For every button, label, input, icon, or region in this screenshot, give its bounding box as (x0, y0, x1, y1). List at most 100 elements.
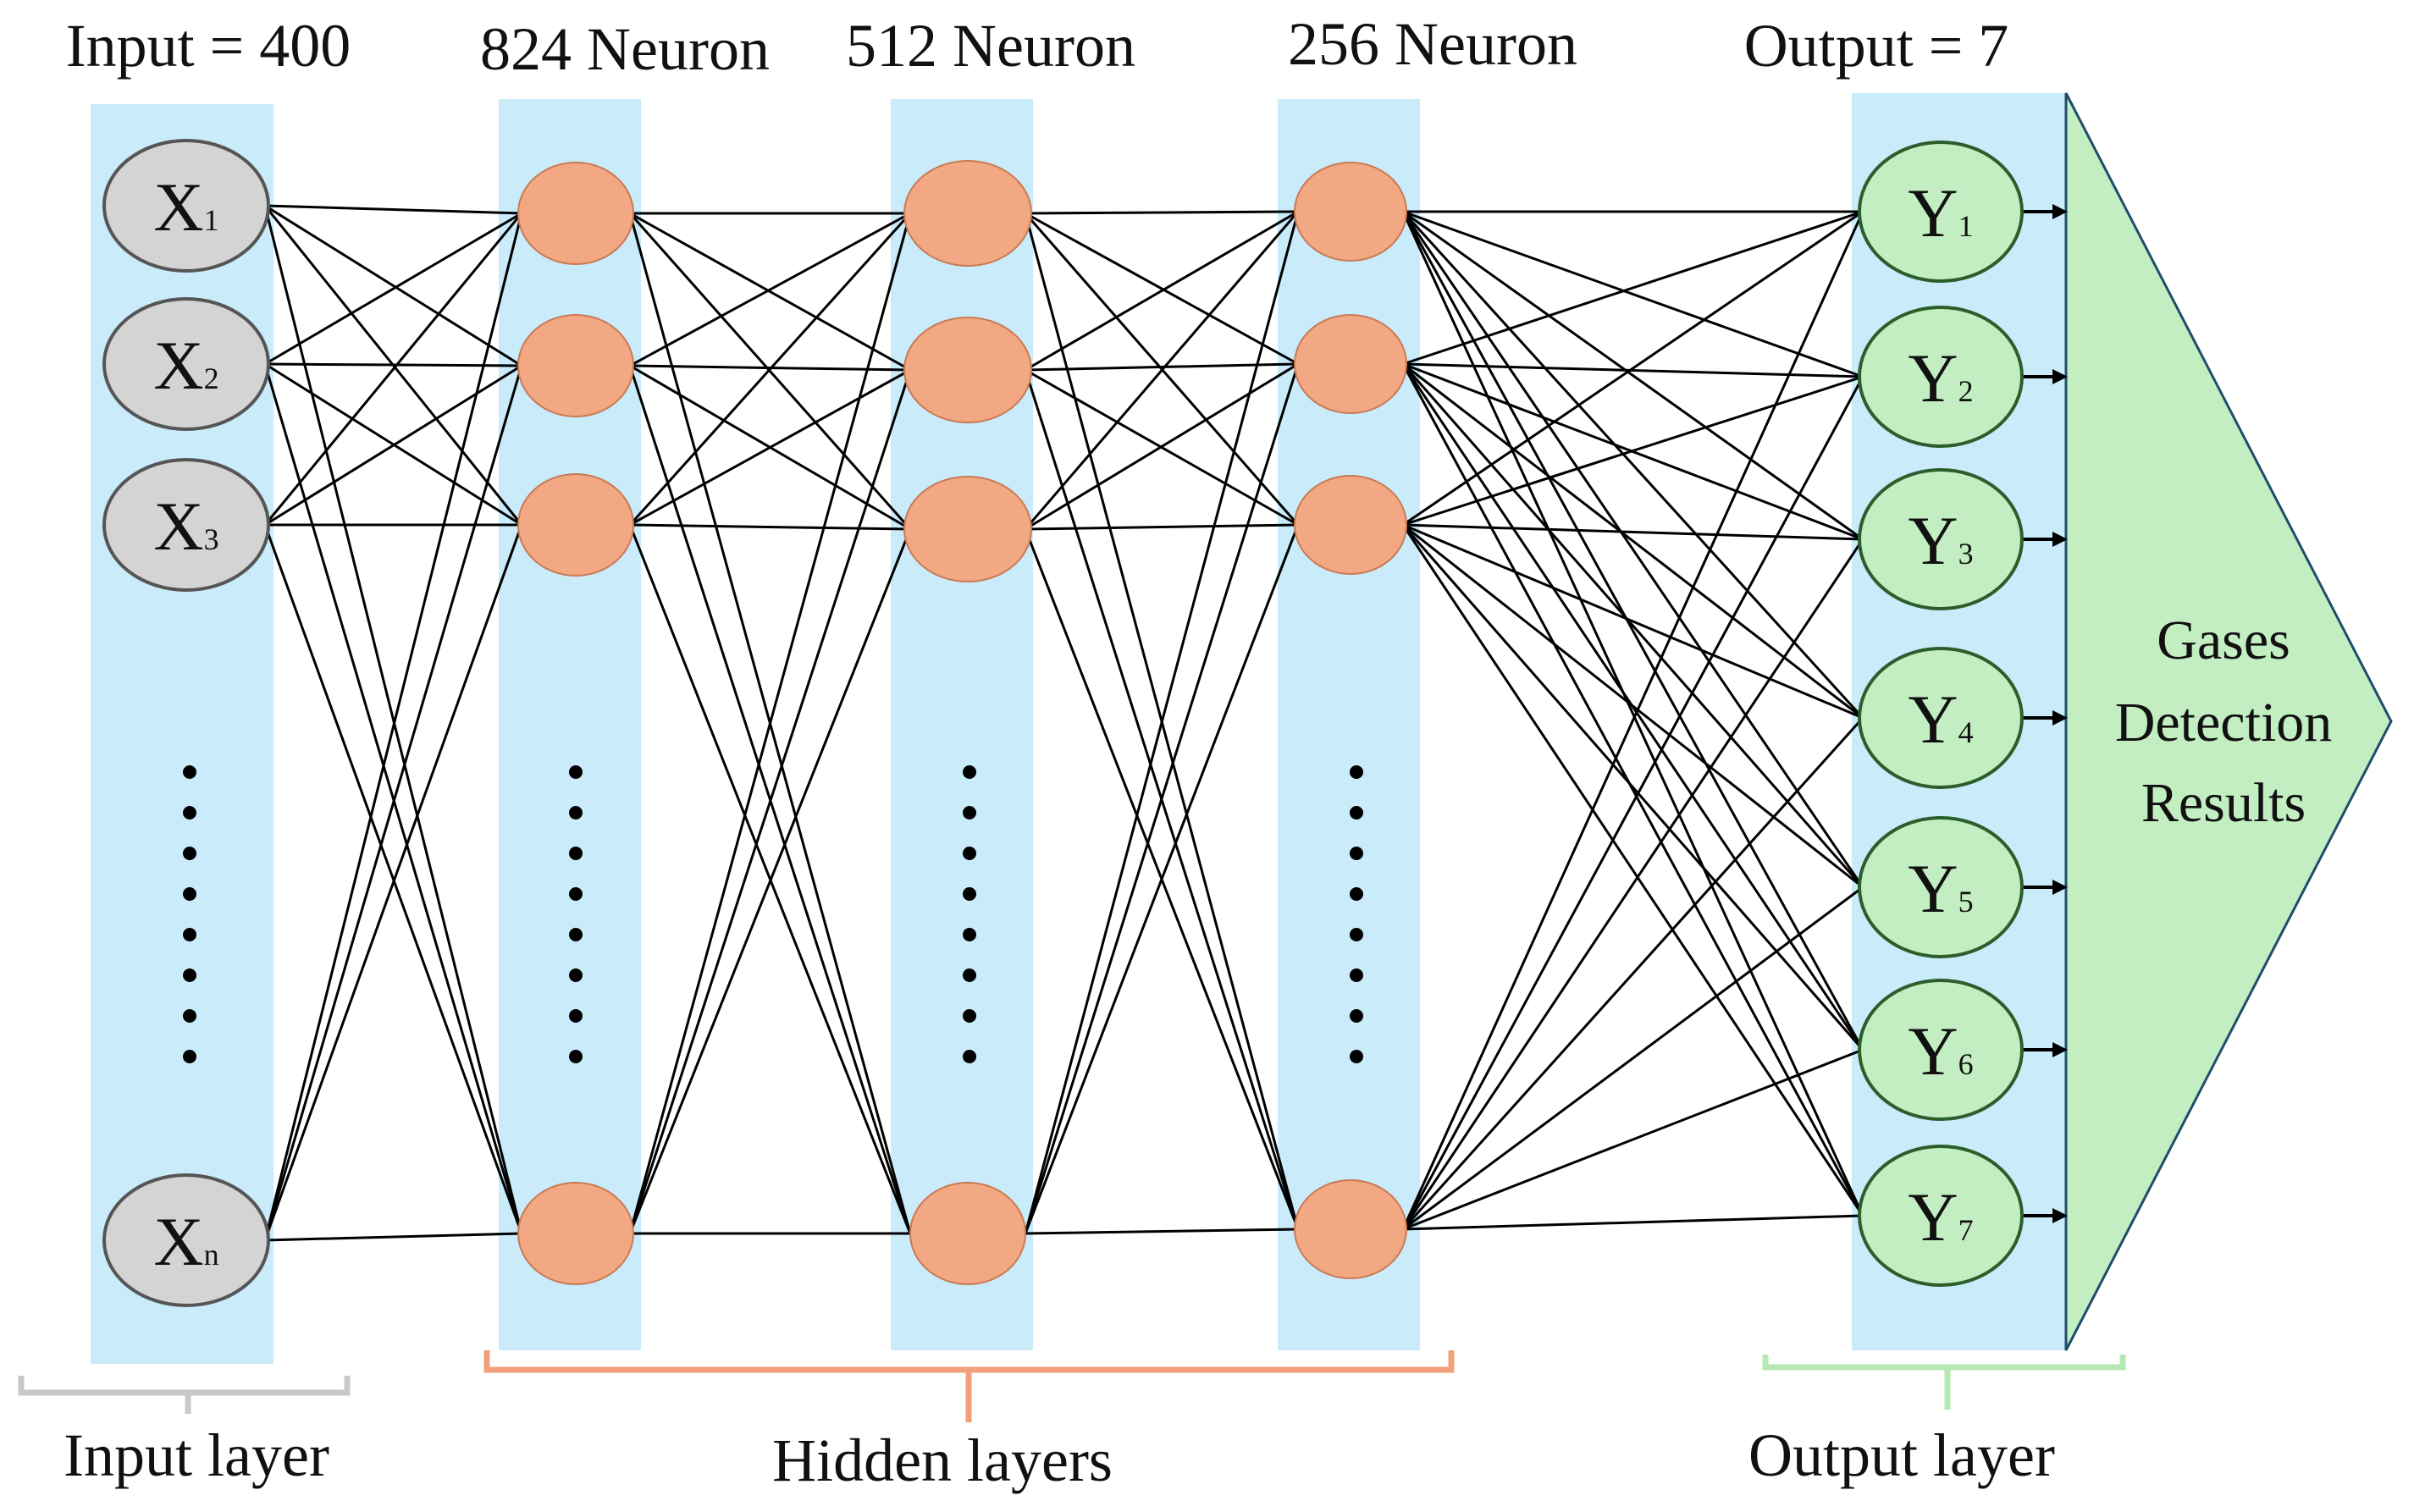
connection-line (264, 204, 522, 367)
input-layer-label: Input layer (64, 1421, 329, 1489)
ellipsis-dot (183, 806, 196, 819)
hidden-layers-bracket (483, 1350, 1455, 1422)
ellipsis-dot (1350, 1009, 1363, 1023)
svg-text:Y3: Y3 (1908, 502, 1973, 579)
connection-line (1401, 538, 1864, 1230)
results-line-3: Results (2141, 772, 2306, 834)
output-node: Y1 (1858, 141, 2024, 283)
ellipsis-dot (183, 928, 196, 941)
connection-line (1025, 1228, 1299, 1235)
ellipsis-dot (569, 806, 583, 819)
connection-line (629, 523, 911, 531)
output-node: Y3 (1858, 468, 2024, 610)
connection-line (1401, 716, 1864, 1231)
ellipsis-dot (963, 1009, 976, 1023)
node-variable: X (153, 168, 203, 246)
hidden-layer-3-nodes (1294, 162, 1407, 1279)
node-subscript: 2 (1958, 374, 1974, 408)
connection-line (1402, 362, 1864, 378)
connection-line (1024, 211, 1300, 1234)
svg-text:Y1: Y1 (1908, 174, 1973, 251)
svg-text:Y7: Y7 (1908, 1178, 1973, 1255)
svg-text:Y6: Y6 (1908, 1013, 1973, 1090)
svg-text:Y5: Y5 (1908, 850, 1973, 927)
connection-line (629, 212, 911, 372)
connection-line (263, 524, 523, 1241)
hidden-layer-3-title: 256 Neuron (1288, 10, 1577, 78)
node-variable: Y (1908, 339, 1958, 417)
ellipsis-dot (963, 765, 976, 779)
svg-text:Y2: Y2 (1908, 339, 1973, 417)
connection-line (628, 212, 912, 530)
ellipsis-dot (963, 1050, 976, 1063)
ellipsis-dot (569, 887, 583, 901)
connection-line (1024, 363, 1300, 1234)
output-arrow-head (2052, 204, 2068, 219)
connection-line (263, 212, 523, 526)
hidden-layers-label: Hidden layers (772, 1426, 1113, 1494)
connection-line (1025, 523, 1299, 531)
node-subscript: 6 (1958, 1047, 1974, 1081)
output-arrow-head (2052, 369, 2068, 384)
node-subscript: 4 (1958, 715, 1974, 749)
ellipsis-dot (1350, 765, 1363, 779)
output-node: Y2 (1858, 306, 2024, 448)
ellipsis-dot (1350, 968, 1363, 982)
ellipsis-dot (569, 847, 583, 860)
connection-line (1401, 363, 1864, 888)
svg-text:X3: X3 (153, 488, 218, 565)
connection-line (1402, 1048, 1864, 1231)
node-subscript: 2 (204, 361, 219, 395)
ellipsis-dot (569, 1009, 583, 1023)
connection-line (1402, 210, 1864, 366)
connection-line (1401, 363, 1864, 1217)
svg-text:X2: X2 (153, 327, 218, 404)
ellipsis-dot (183, 1050, 196, 1063)
connection-line (629, 368, 911, 527)
layer-bands (91, 93, 2066, 1364)
connection-line (628, 212, 912, 1234)
ellipsis-dot (1350, 806, 1363, 819)
node-subscript: 3 (1958, 537, 1974, 571)
node-variable: Y (1908, 502, 1958, 579)
ellipsis-dot (963, 968, 976, 982)
connection-line (264, 204, 522, 215)
input-node: Xn (102, 1173, 270, 1307)
ellipsis-dot (963, 928, 976, 941)
output-arrow-head (2052, 1208, 2068, 1223)
connection-line (1025, 212, 1299, 366)
svg-text:Xn: Xn (153, 1203, 218, 1280)
ellipsis-dot (963, 806, 976, 819)
input-node: X3 (102, 458, 270, 592)
node-variable: X (153, 1203, 203, 1280)
input-node: X2 (102, 297, 270, 431)
connection-line (264, 212, 522, 366)
hidden-node (517, 162, 634, 265)
ellipsis-dot (1350, 887, 1363, 901)
node-subscript: n (204, 1238, 219, 1272)
hidden-node (903, 476, 1032, 582)
output-node: Y4 (1858, 647, 2024, 789)
node-subscript: 3 (204, 522, 219, 556)
node-variable: Y (1908, 1178, 1958, 1255)
ellipsis-dot (1350, 928, 1363, 941)
connection-line (1402, 886, 1864, 1231)
connection-line (263, 365, 523, 1241)
input-layer-bracket (18, 1376, 351, 1414)
hidden-node (517, 473, 634, 577)
output-node: Y5 (1858, 816, 2024, 958)
connection-line (1402, 210, 1864, 527)
ellipsis-dot (183, 887, 196, 901)
ellipsis-dot (963, 847, 976, 860)
node-variable: X (153, 327, 203, 404)
node-subscript: 7 (1958, 1213, 1974, 1247)
connection-line (1402, 210, 1864, 541)
node-variable: X (153, 488, 203, 565)
hidden-layer-1-band (499, 99, 641, 1350)
input-node: X1 (102, 139, 270, 273)
connection-line (1025, 362, 1299, 372)
output-arrow-head (2052, 532, 2068, 547)
connection-line (264, 362, 522, 367)
hidden-layer-3-band (1278, 99, 1420, 1350)
results-line-1: Gases (2157, 610, 2290, 671)
